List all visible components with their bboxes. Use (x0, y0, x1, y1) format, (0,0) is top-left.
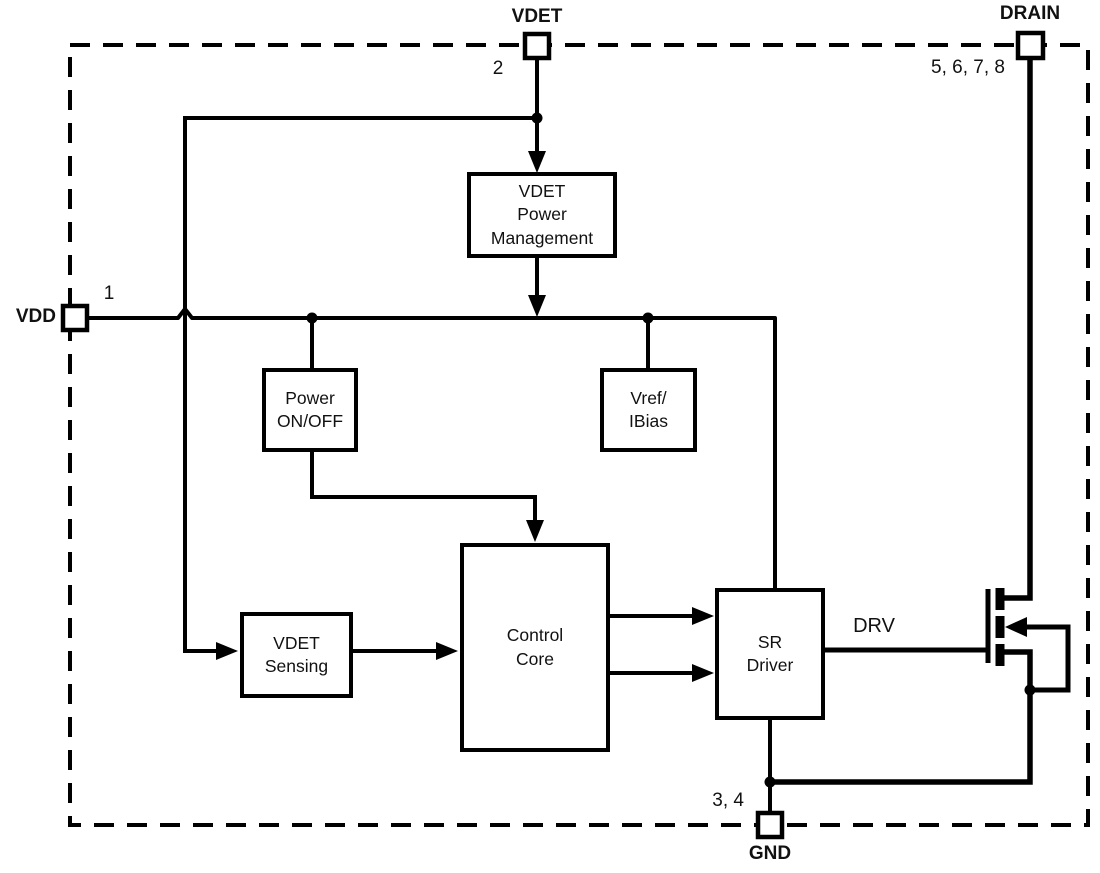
pin-number-drain: 5, 6, 7, 8 (931, 57, 1005, 78)
pin-label-gnd: GND (748, 843, 792, 864)
pin-number-vdd: 1 (103, 283, 115, 304)
pin-number-vdet: 2 (492, 58, 504, 79)
mosfet-body-arrow (1005, 617, 1027, 637)
pin-number-gnd: 3, 4 (712, 790, 744, 811)
drain-pin-pad (1015, 30, 1046, 61)
vdet-pin-pad (522, 31, 552, 61)
arrow-into-sr-driver-lower (692, 664, 714, 682)
pin-label-drain: DRAIN (999, 3, 1061, 24)
arrow-into-vdet-sensing (216, 642, 238, 660)
block-vref-ibias: Vref/ IBias (600, 368, 697, 452)
vdd-pin-pad (60, 303, 90, 333)
net-label-drv: DRV (853, 615, 895, 637)
nmos-transistor-icon (770, 59, 1071, 785)
arrow-into-sr-driver-upper (692, 607, 714, 625)
block-control-core: Control Core (460, 543, 610, 752)
vdet-sense-branch-wire (183, 116, 537, 653)
block-power-on-off: Power ON/OFF (262, 368, 358, 452)
arrow-into-vdet-power-management (528, 151, 546, 173)
pin-label-vdet: VDET (511, 6, 563, 27)
pin-label-vdd: VDD (15, 306, 56, 327)
arrow-into-vdd-bus (528, 295, 546, 317)
block-vdet-power-management: VDET Power Management (467, 172, 617, 258)
junction-dot (1024, 684, 1036, 696)
junction-dot (531, 112, 543, 124)
vdd-bus-wire (88, 307, 777, 588)
drain-wire (1000, 59, 1033, 601)
block-sr-driver: SR Driver (715, 588, 825, 720)
arrow-into-control-core-top (526, 520, 544, 542)
source-to-gnd-wire (770, 649, 1033, 785)
block-vdet-sensing: VDET Sensing (240, 612, 353, 698)
ic-boundary (68, 43, 1090, 827)
power-on-off-to-control-core-wire (310, 452, 537, 521)
gnd-pin-pad (755, 810, 785, 840)
mosfet-body-loop-wire (1025, 624, 1071, 693)
arrow-into-control-core-left (436, 642, 458, 660)
